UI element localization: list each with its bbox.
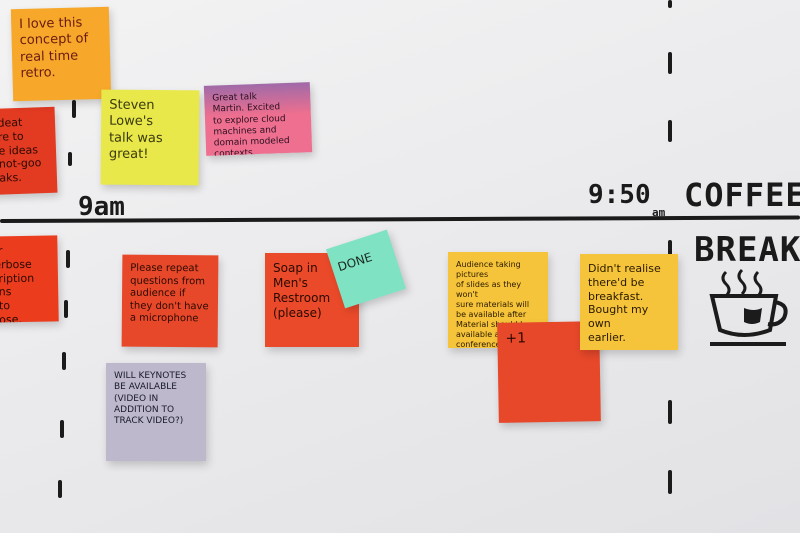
- break-label: BREAK: [694, 230, 800, 270]
- dashed-divider-left: [64, 300, 68, 318]
- sticky-note-left-bottom: ...r verbose ...ription ...ns ...to ...o…: [0, 235, 59, 323]
- sticky-note-soap: Soap in Men's Restroom (please): [265, 253, 359, 347]
- coffee-label: COFFEE: [684, 176, 800, 214]
- sticky-note-keynotes: WILL KEYNOTES BE AVAILABLE (VIDEO IN ADD…: [106, 363, 206, 461]
- time-label-950: 9:50: [588, 180, 651, 210]
- time-label-950-suffix: am: [652, 206, 666, 219]
- dashed-divider-right: [668, 240, 672, 262]
- dashed-divider-left: [58, 480, 62, 498]
- dashed-divider-right: [668, 52, 672, 74]
- dashed-divider-left: [62, 352, 66, 370]
- dashed-divider-right: [668, 470, 672, 494]
- time-label-9am: 9am: [78, 192, 125, 222]
- dashed-divider-right: [668, 120, 672, 142]
- sticky-note-repeat-questions: Please repeat questions from audience if…: [121, 254, 219, 348]
- coffee-cup-icon: [709, 268, 788, 346]
- dashed-divider-left: [60, 420, 64, 438]
- dashed-divider-left: [72, 100, 76, 118]
- sticky-note-real-time-retro: I love this concept of real time retro.: [10, 6, 112, 102]
- sticky-note-breakfast: Didn't realise there'd be breakfast. Bou…: [580, 254, 678, 350]
- dashed-divider-left: [66, 250, 70, 268]
- sticky-note-left-top: ...deat ...re to ...e ideas ...not-goo .…: [0, 106, 58, 196]
- dashed-divider-right: [668, 0, 672, 8]
- sticky-note-steven-lowe: Steven Lowe's talk was great!: [100, 89, 200, 186]
- dashed-divider-right: [668, 400, 672, 424]
- dashed-divider-left: [68, 152, 72, 166]
- sticky-note-great-talk: Great talk Martin. Excited to explore cl…: [203, 82, 313, 156]
